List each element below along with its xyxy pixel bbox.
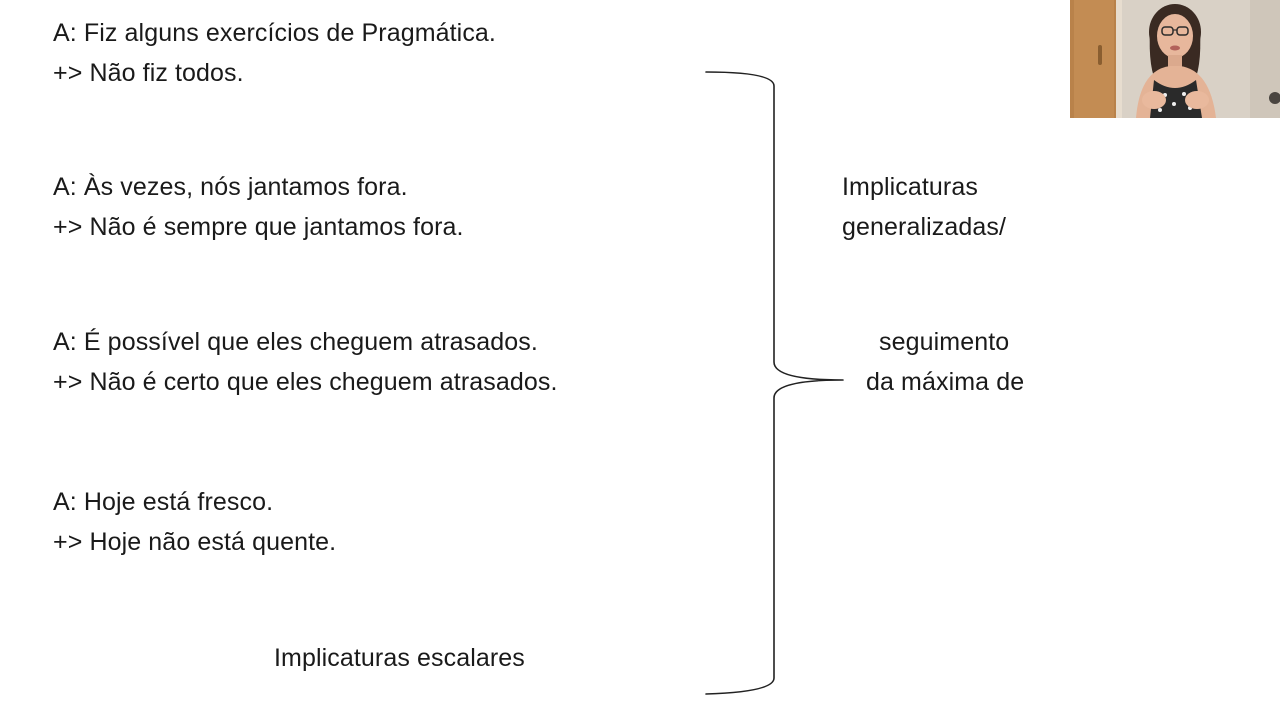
right-label-maxima: da máxima de: [866, 368, 1025, 396]
example-2-implicature: +> Não é sempre que jantamos fora.: [53, 213, 464, 241]
right-label-generalizadas: generalizadas/: [842, 213, 1007, 241]
example-2-utterance: A: Às vezes, nós jantamos fora.: [53, 173, 408, 201]
right-label-implicaturas: Implicaturas: [842, 173, 978, 201]
right-label-seguimento: seguimento: [879, 328, 1010, 356]
presenter-video-frame: [1070, 0, 1280, 118]
example-3-utterance: A: É possível que eles cheguem atrasados…: [53, 328, 538, 356]
example-4-implicature: +> Hoje não está quente.: [53, 528, 337, 556]
example-1-implicature: +> Não fiz todos.: [53, 59, 244, 87]
example-4-utterance: A: Hoje está fresco.: [53, 488, 274, 516]
scalar-implicatures-label: Implicaturas escalares: [274, 644, 525, 672]
example-1-utterance: A: Fiz alguns exercícios de Pragmática.: [53, 19, 496, 47]
webcam-video: [1070, 0, 1280, 118]
example-3-implicature: +> Não é certo que eles cheguem atrasado…: [53, 368, 558, 396]
right-curly-brace: [705, 71, 844, 695]
